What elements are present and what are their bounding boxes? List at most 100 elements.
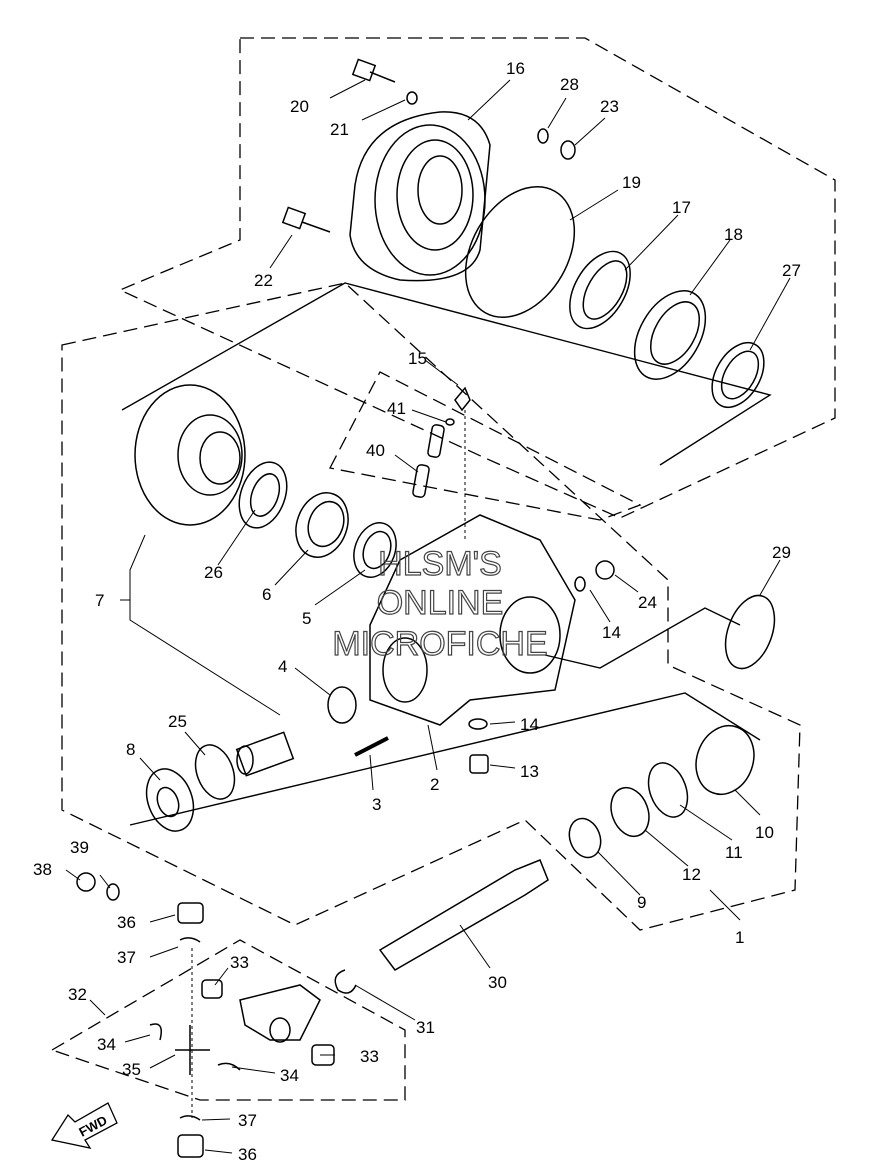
part-seal-17 <box>569 250 631 330</box>
part-bolt-20 <box>351 58 396 83</box>
callout-9: 9 <box>637 893 646 912</box>
bracket-right <box>544 607 741 669</box>
callout-10: 10 <box>755 823 774 842</box>
callout-2: 2 <box>430 775 439 794</box>
callout-11: 11 <box>725 843 743 862</box>
callout-27: 27 <box>782 261 801 280</box>
callout-4: 4 <box>278 657 287 676</box>
callout-7: 7 <box>95 591 104 610</box>
callout-35: 35 <box>122 1060 141 1079</box>
watermark-line-3: MICROFICHE <box>332 625 547 663</box>
fwd-arrow: FWD <box>50 1102 118 1149</box>
callout-22: 22 <box>254 271 273 290</box>
part-bearing-cup-36-upper <box>177 902 204 924</box>
part-plug-13 <box>469 754 489 774</box>
callout-28: 28 <box>560 75 579 94</box>
callout-24: 24 <box>638 593 657 612</box>
part-pin-40 <box>412 424 445 498</box>
part-gear-case-2 <box>369 514 576 726</box>
part-nut-38 <box>76 872 96 892</box>
callout-29: 29 <box>772 543 791 562</box>
part-ring-gear-7 <box>134 384 246 526</box>
callout-1: 1 <box>735 928 744 947</box>
callout-40: 40 <box>366 441 385 460</box>
part-washer-14-lower <box>468 718 488 730</box>
callout-12: 12 <box>682 865 701 884</box>
part-housing-cover <box>349 111 491 282</box>
callout-33-lower: 33 <box>360 1047 379 1066</box>
bracket-lower <box>129 692 761 826</box>
callout-6: 6 <box>262 585 271 604</box>
part-o-ring-25 <box>194 744 236 800</box>
part-bearing-cup-36-lower <box>177 1134 204 1158</box>
dashed-outline-top-housing <box>118 37 836 519</box>
callout-3: 3 <box>372 795 381 814</box>
callout-20: 20 <box>290 97 309 116</box>
watermark-line-2: ONLINE <box>377 584 504 622</box>
part-yoke <box>239 984 321 1043</box>
part-bearing-4 <box>327 686 357 724</box>
callout-21: 21 <box>330 120 349 139</box>
part-o-ring-29 <box>724 594 776 670</box>
part-bolt-22 <box>281 206 331 233</box>
part-bearing-cup-33-upper <box>201 979 223 999</box>
callout-37-lower: 37 <box>238 1111 257 1130</box>
callout-18: 18 <box>724 225 743 244</box>
callout-13: 13 <box>520 762 539 781</box>
part-pinion-gear <box>235 731 295 777</box>
callout-14-lower: 14 <box>520 715 539 734</box>
bracket-upper <box>121 282 772 466</box>
callout-16: 16 <box>506 59 525 78</box>
callout-41: 41 <box>387 399 406 418</box>
part-washer-39 <box>106 883 120 901</box>
callout-15: 15 <box>408 349 427 368</box>
callout-32: 32 <box>68 985 87 1004</box>
part-ring-41 <box>445 418 455 426</box>
callout-36-lower: 36 <box>238 1145 257 1164</box>
part-stud-3 <box>354 736 389 757</box>
callout-labels: 1 2 3 4 5 6 7 8 9 10 11 12 13 14 14 15 1… <box>33 59 801 1164</box>
fwd-arrow-icon <box>50 1102 118 1149</box>
dashed-outline-yoke-group <box>50 939 406 1101</box>
callout-26: 26 <box>204 563 223 582</box>
part-seal-5 <box>353 522 397 578</box>
callout-37-upper: 37 <box>117 948 136 967</box>
callout-34-left: 34 <box>97 1035 116 1054</box>
part-plug-23 <box>560 140 576 160</box>
callout-17: 17 <box>672 198 691 217</box>
dashed-outline-main-group <box>61 282 801 931</box>
group-leader-lines <box>65 79 791 1154</box>
part-bushing-9 <box>568 817 602 859</box>
callout-19: 19 <box>622 173 641 192</box>
part-circlip-34-left <box>149 1023 162 1041</box>
part-breather-15 <box>454 386 471 412</box>
part-plug-24 <box>595 560 615 580</box>
callout-39: 39 <box>70 838 89 857</box>
part-circlip-37-upper <box>179 937 201 943</box>
callout-25: 25 <box>168 712 187 731</box>
part-bearing-12 <box>610 786 650 838</box>
callout-30: 30 <box>488 973 507 992</box>
callout-36-upper: 36 <box>117 913 136 932</box>
dashed-outline-pin-group <box>329 371 642 521</box>
callout-23: 23 <box>600 97 619 116</box>
callout-38: 38 <box>33 860 52 879</box>
part-washer-14-upper <box>574 576 586 592</box>
callout-31: 31 <box>416 1018 435 1037</box>
group-dashed-outlines <box>50 37 836 1101</box>
part-circlip-34-right <box>217 1062 241 1071</box>
group-parts <box>76 58 776 1158</box>
callout-14-upper: 14 <box>602 623 621 642</box>
part-bearing-8 <box>145 768 195 832</box>
part-o-ring-11 <box>647 762 689 818</box>
part-spacer-26 <box>238 461 288 529</box>
part-nut-10 <box>695 724 755 796</box>
group-solid-brackets <box>121 282 772 826</box>
part-o-ring-19 <box>464 186 576 318</box>
part-washer-21 <box>406 91 418 105</box>
watermark: HLSM'S ONLINE MICROFICHE <box>332 544 549 663</box>
part-circlip-31 <box>334 969 357 994</box>
callout-8: 8 <box>126 740 135 759</box>
part-circlip-37-lower <box>179 1115 201 1121</box>
part-shim-27 <box>711 342 765 408</box>
